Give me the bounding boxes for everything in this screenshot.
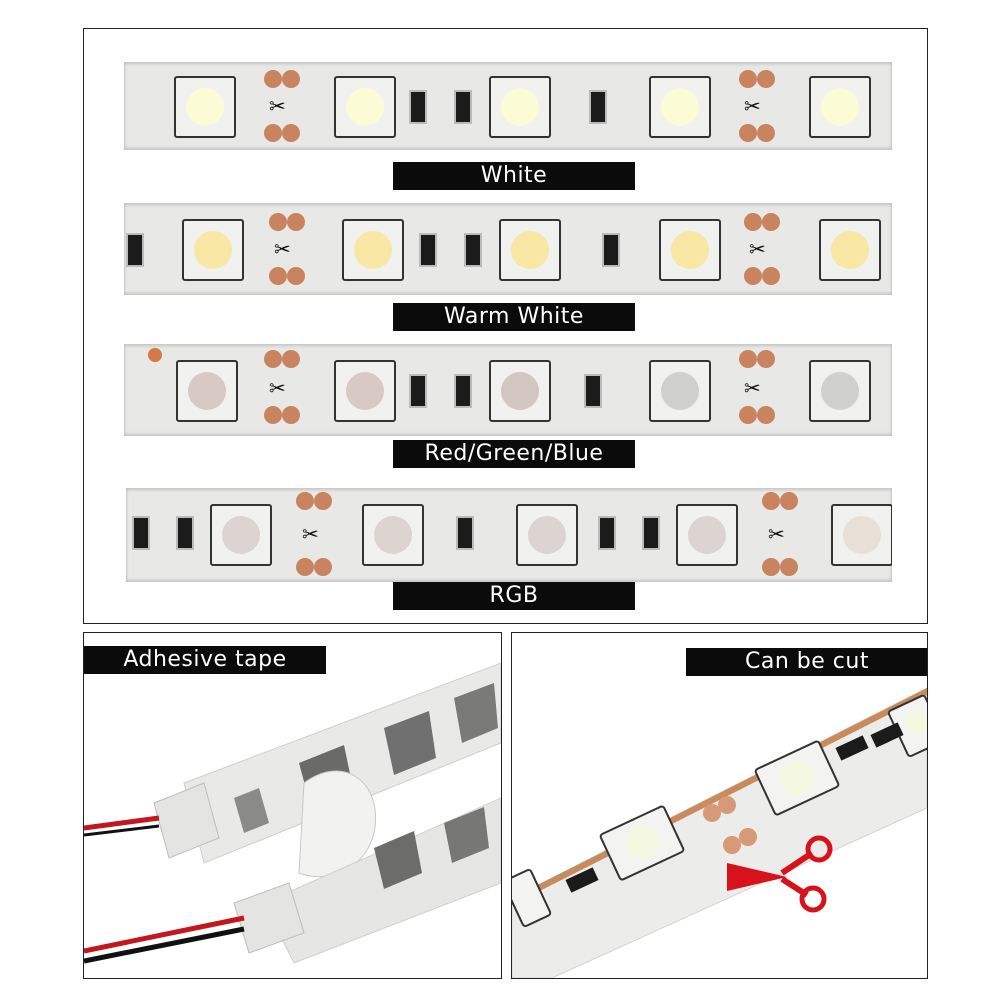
cut-strip-photo: [512, 633, 927, 978]
strip-red-green-blue-caption: Red/Green/Blue: [393, 440, 635, 468]
strip-warm-white-image: ✂ ✂: [124, 203, 892, 295]
strip-rgb-single-image: ✂ ✂: [124, 344, 892, 436]
strip-warm-white-caption: Warm White: [393, 303, 635, 331]
adhesive-tape-caption: Adhesive tape: [84, 646, 326, 674]
strip-white-caption: White: [393, 162, 635, 190]
strip-rgb-caption: RGB: [393, 582, 635, 610]
can-be-cut-caption: Can be cut: [686, 648, 927, 676]
scissors-icon: [727, 835, 833, 913]
strip-rgb-multi-image: ✂ ✂: [126, 488, 892, 582]
adhesive-tape-panel: Adhesive tape: [83, 632, 502, 979]
strip-white-image: ✂ ✂: [124, 62, 892, 150]
adhesive-tape-photo: [84, 633, 501, 978]
can-be-cut-panel: Can be cut: [511, 632, 928, 979]
